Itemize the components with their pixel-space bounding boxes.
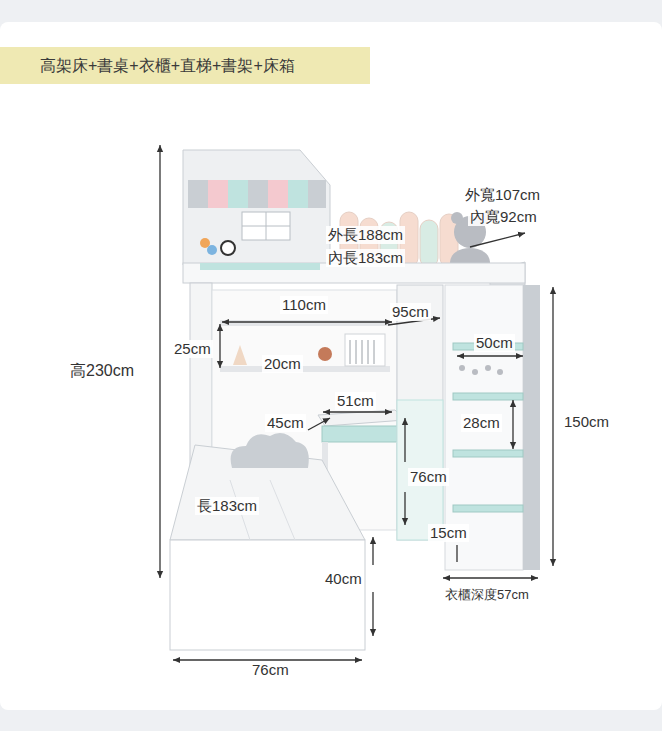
dimension-label: 50cm <box>474 334 515 352</box>
dimension-label: 45cm <box>265 414 306 432</box>
dimension-label: 衣櫃深度57cm <box>443 586 531 604</box>
dimension-label: 150cm <box>562 413 611 431</box>
dimension-label: 15cm <box>428 524 469 542</box>
dimension-label: 高230cm <box>68 362 136 380</box>
dimension-label: 長183cm <box>195 497 259 515</box>
dimension-label: 25cm <box>172 340 213 358</box>
dimension-label: 內寬92cm <box>468 208 539 226</box>
dimension-label: 內長183cm <box>326 249 405 267</box>
dimension-label: 28cm <box>461 414 502 432</box>
dimension-label: 外長188cm <box>326 226 405 244</box>
dimension-label: 110cm <box>280 296 328 314</box>
dimension-label: 40cm <box>323 570 364 588</box>
dimension-label: 51cm <box>335 392 376 410</box>
dimension-label: 外寬107cm <box>463 186 542 204</box>
dimension-label: 76cm <box>250 661 291 679</box>
title-banner: 高架床+書桌+衣櫃+直梯+書架+床箱 <box>0 47 370 84</box>
dimension-label: 95cm <box>390 303 431 321</box>
dimension-label: 20cm <box>262 355 303 373</box>
dimension-label: 76cm <box>408 468 449 486</box>
title: 高架床+書桌+衣櫃+直梯+書架+床箱 <box>40 57 295 74</box>
